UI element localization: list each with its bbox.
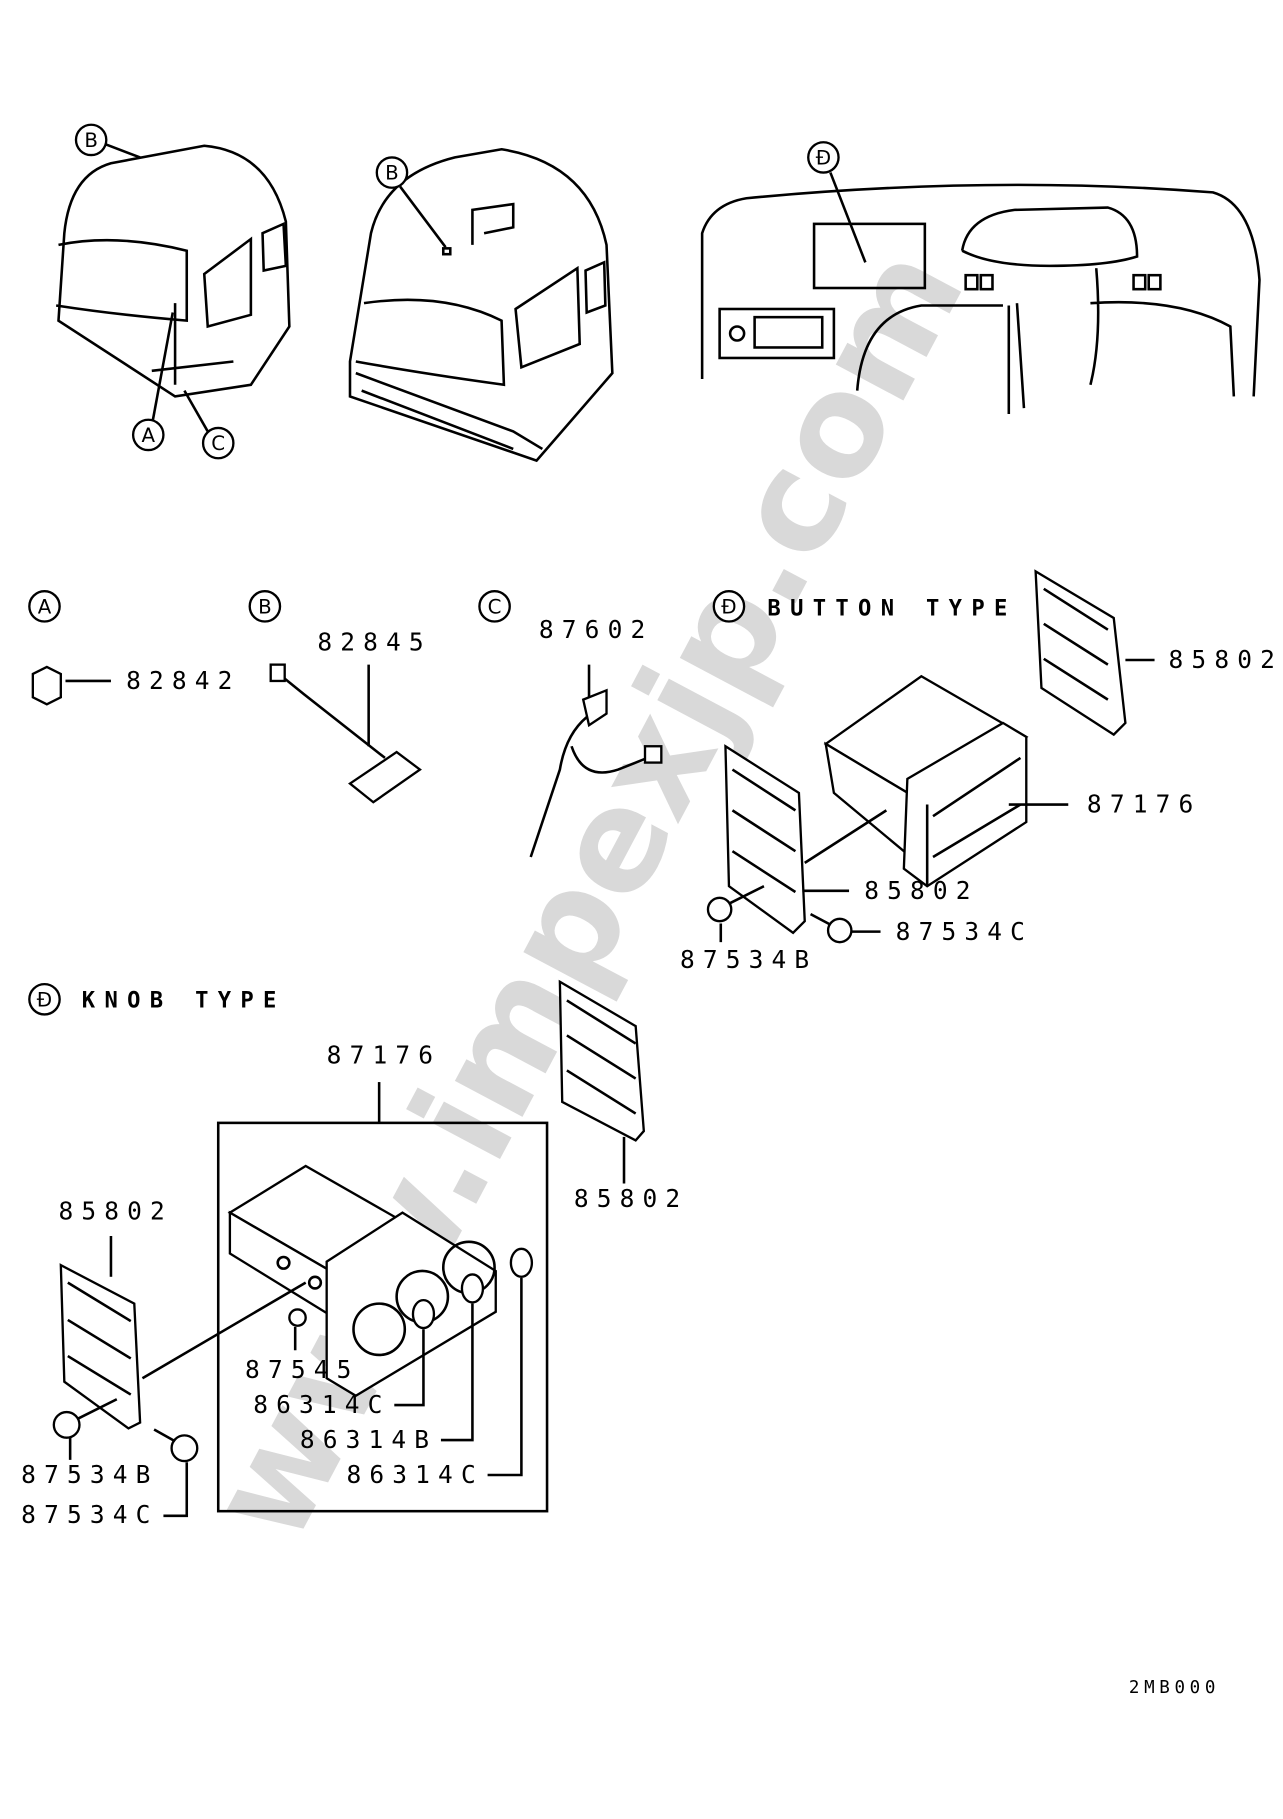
part-label-82845[interactable]: 82845 [317,628,431,657]
control-unit-kit-box [216,1121,549,1513]
knob-type-heading: KNOB TYPE [82,987,286,1013]
part-label-87534b-button[interactable]: 87534B [680,945,817,974]
callout-b: B [84,129,98,152]
truck-cab-2-illustration [348,147,614,463]
part-label-87534c-knob[interactable]: 87534C [21,1500,158,1529]
section-c-marker: C [488,595,502,618]
top-callouts: B A C B Đ [74,123,867,460]
part-label-86314c-2[interactable]: 86314C [346,1460,483,1489]
section-b-marker: B [258,595,272,618]
bulb-87545 [288,1308,307,1327]
sensor-87602-part [529,664,663,858]
part-label-85802-knob-right[interactable]: 85802 [574,1184,688,1213]
knob-86314c-2 [509,1247,534,1278]
knob-86314b [460,1273,485,1304]
callout-b-2: B [385,162,399,185]
clip-82842-part [31,665,62,706]
part-label-87534c-button[interactable]: 87534C [896,917,1033,946]
section-a-marker: A [38,595,52,618]
callout-d: Đ [816,146,831,169]
part-label-85802-right[interactable]: 85802 [1169,645,1283,674]
dashboard-illustration [700,183,1261,414]
section-d-knob-marker: Đ [37,988,52,1011]
bracket-85802-knob-right-part [558,979,646,1142]
part-label-87602[interactable]: 87602 [539,615,653,644]
knob-control-unit-part [227,1164,497,1398]
callout-c: C [211,432,225,455]
part-label-87176-button[interactable]: 87176 [1087,790,1201,819]
knob-86314c-1 [411,1298,436,1330]
part-label-87545[interactable]: 87545 [245,1355,359,1384]
section-d-button-marker: Đ [721,595,736,618]
part-label-85802-left[interactable]: 85802 [864,876,978,905]
bracket-85802-left-part [724,744,806,935]
bracket-85802-knob-left-part [59,1263,142,1430]
screw-87534b-knob [52,1410,81,1439]
part-label-87534b-knob[interactable]: 87534B [21,1460,158,1489]
part-label-85802-knob-left[interactable]: 85802 [58,1197,172,1226]
part-label-86314b[interactable]: 86314B [300,1425,437,1454]
truck-cab-1-illustration [55,144,291,398]
part-label-87176-knob[interactable]: 87176 [327,1040,441,1069]
screw-87534c [826,917,853,944]
screw-87534b [706,896,733,923]
sensor-82845-part [269,663,422,804]
button-type-heading: BUTTON TYPE [767,596,1016,622]
callout-a: A [141,424,155,447]
part-label-86314c-1[interactable]: 86314C [253,1390,390,1419]
bracket-85802-right-part [1034,569,1127,737]
control-unit-87176-part [823,674,1029,888]
screw-87534c-knob [170,1434,199,1463]
diagram-code: 2MB000 [1129,1678,1220,1698]
part-label-82842[interactable]: 82842 [126,666,240,695]
